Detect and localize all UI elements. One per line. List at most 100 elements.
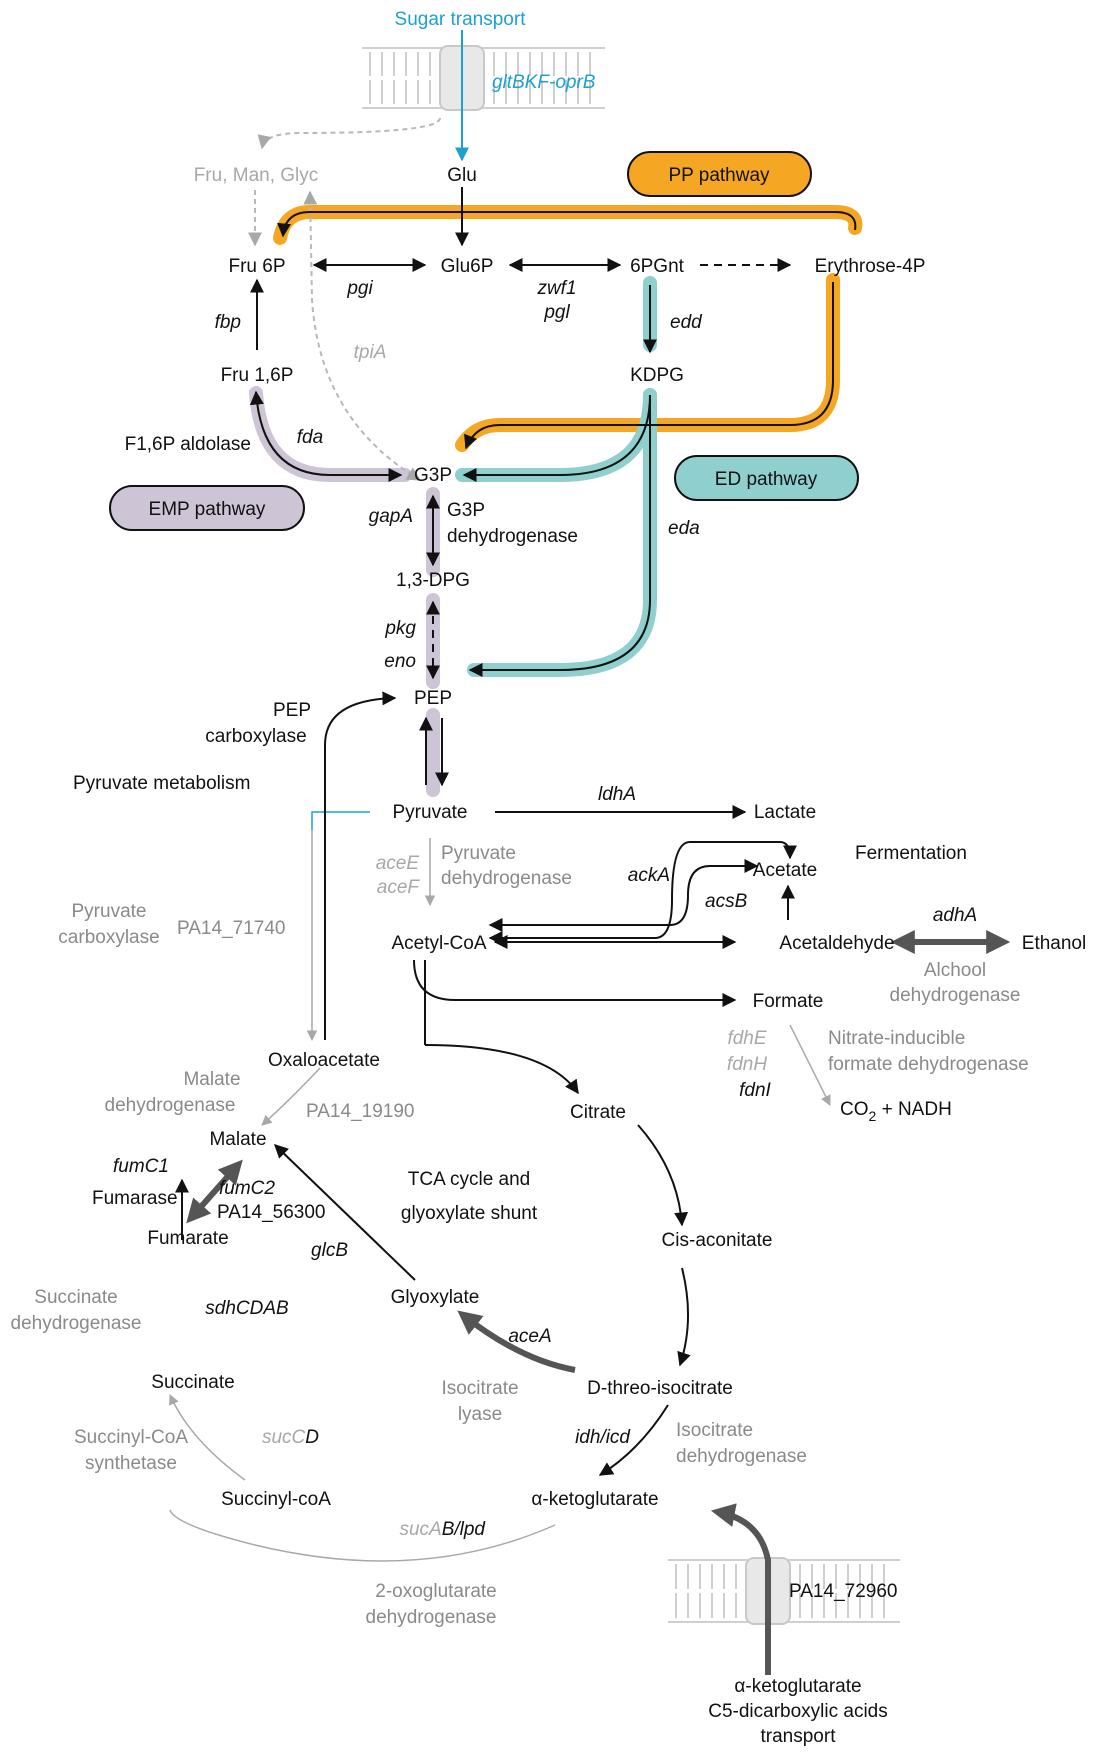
metabolite-ethanol: Ethanol — [1022, 933, 1086, 954]
svg-text:ED pathway: ED pathway — [715, 469, 818, 490]
gltbkf-gene-label: gltBKF-oprB — [492, 72, 596, 93]
enzyme-sdh-2: dehydrogenase — [11, 1313, 142, 1334]
enzyme-pep-carboxylase-2: carboxylase — [205, 726, 306, 747]
gene-fdni: fdnI — [739, 1080, 771, 1101]
enzyme-icl-2: lyase — [458, 1404, 502, 1425]
gene-pa14-72960: PA14_72960 — [789, 1581, 897, 1602]
gene-acea: aceA — [508, 1326, 551, 1347]
metabolite-pyruvate: Pyruvate — [393, 802, 468, 823]
metabolite-6pgnt: 6PGnt — [630, 256, 685, 277]
metabolite-lactate: Lactate — [754, 802, 816, 823]
metabolite-malate: Malate — [209, 1129, 266, 1150]
gray-arrows — [169, 830, 831, 1562]
enzyme-icdh-1: Isocitrate — [676, 1420, 753, 1441]
gene-acef: aceF — [377, 877, 421, 898]
akg-transport-line1: α-ketoglutarate — [734, 1676, 861, 1697]
gene-glcb: glcB — [311, 1240, 348, 1261]
gene-sucab-lpd: sucAB/lpd — [399, 1519, 486, 1540]
enzyme-icl-1: Isocitrate — [441, 1378, 518, 1399]
gene-fumc2: fumC2 — [219, 1178, 275, 1199]
enzyme-fumarase: Fumarase — [92, 1188, 178, 1209]
gene-fdnh: fdnH — [727, 1054, 767, 1075]
metabolite-cis-aconitate: Cis-aconitate — [662, 1230, 773, 1251]
metabolite-acetyl-coa: Acetyl-CoA — [391, 933, 486, 954]
enzyme-scs-1: Succinyl-CoA — [74, 1427, 188, 1448]
gene-pa14-19190: PA14_19190 — [306, 1101, 414, 1122]
metabolite-erythrose-4p: Erythrose-4P — [815, 256, 926, 277]
gene-edd: edd — [670, 312, 703, 333]
gene-succ-d: sucCD — [262, 1427, 319, 1448]
metabolite-fru16p: Fru 1,6P — [221, 365, 294, 386]
pp-pathway-band — [273, 205, 863, 452]
akg-transport-line2: C5-dicarboxylic acids — [708, 1701, 888, 1722]
akg-transport-line3: transport — [761, 1726, 837, 1747]
enzyme-fdh-1: Nitrate-inducible — [828, 1028, 965, 1049]
enzyme-mdh-1: Malate — [183, 1069, 240, 1090]
gene-pa14-56300: PA14_56300 — [217, 1202, 325, 1223]
enzyme-adh-1: Alchool — [924, 960, 986, 981]
metabolite-succinate: Succinate — [151, 1372, 234, 1393]
metabolite-fru6p: Fru 6P — [228, 256, 285, 277]
gene-fdhe: fdhE — [727, 1028, 766, 1049]
gene-adha: adhA — [933, 905, 977, 926]
section-pyruvate-metabolism: Pyruvate metabolism — [73, 773, 250, 794]
gene-tpia: tpiA — [354, 342, 387, 363]
metabolite-pep: PEP — [414, 688, 452, 709]
section-fermentation: Fermentation — [855, 843, 967, 864]
metabolite-co2-nadh: CO2 + NADH — [840, 1099, 952, 1124]
gene-eno: eno — [384, 651, 416, 672]
gene-pgi: pgi — [346, 278, 373, 299]
enzyme-pdh-1: Pyruvate — [441, 843, 516, 864]
ed-pathway-pill: ED pathway — [674, 455, 859, 501]
metabolite-acetaldehyde: Acetaldehyde — [779, 933, 894, 954]
metabolite-glyoxylate: Glyoxylate — [391, 1287, 480, 1308]
metabolite-isocitrate: D-threo-isocitrate — [587, 1378, 733, 1399]
metabolite-fumarate: Fumarate — [147, 1228, 228, 1249]
enzyme-f16p-aldolase: F1,6P aldolase — [125, 434, 251, 455]
metabolite-alpha-ketoglutarate: α-ketoglutarate — [531, 1489, 658, 1510]
enzyme-icdh-2: dehydrogenase — [676, 1446, 807, 1467]
section-tca-1: TCA cycle and — [408, 1169, 531, 1190]
metabolite-acetate: Acetate — [753, 860, 817, 881]
gene-acee: aceE — [376, 853, 420, 874]
metabolite-fru-man-glyc: Fru, Man, Glyc — [194, 165, 319, 186]
black-arrows — [175, 187, 857, 1476]
enzyme-pyruvate-carboxylase-2: carboxylase — [58, 927, 159, 948]
enzyme-ogdh-2: dehydrogenase — [366, 1607, 497, 1628]
metabolite-kdpg: KDPG — [630, 365, 684, 386]
metabolite-formate: Formate — [753, 991, 824, 1012]
enzyme-pep-carboxylase-1: PEP — [273, 700, 311, 721]
metabolite-citrate: Citrate — [570, 1102, 626, 1123]
gene-pgl: pgl — [543, 302, 570, 323]
emp-pathway-pill: EMP pathway — [109, 485, 305, 531]
metabolite-13dpg: 1,3-DPG — [396, 570, 470, 591]
metabolite-oxaloacetate: Oxaloacetate — [268, 1050, 380, 1071]
section-tca-2: glyoxylate shunt — [401, 1203, 538, 1224]
enzyme-fdh-2: formate dehydrogenase — [828, 1054, 1029, 1075]
thick-arrows — [186, 930, 1011, 1675]
metabolite-glu6p: Glu6P — [441, 256, 494, 277]
gene-sdhcdab: sdhCDAB — [205, 1298, 289, 1319]
gene-acka: ackA — [628, 865, 670, 886]
gene-ldha: ldhA — [598, 784, 636, 805]
gene-eda: eda — [668, 518, 700, 539]
pyruvate-blue-connector — [311, 811, 370, 830]
pp-pathway-pill: PP pathway — [627, 151, 812, 197]
gene-gapa: gapA — [369, 506, 413, 527]
enzyme-adh-2: dehydrogenase — [890, 985, 1021, 1006]
sugar-transport-label: Sugar transport — [395, 9, 527, 30]
gene-fda: fda — [297, 427, 323, 448]
gene-fbp: fbp — [215, 312, 241, 333]
enzyme-pdh-2: dehydrogenase — [441, 868, 572, 889]
metabolite-g3p: G3P — [414, 465, 452, 486]
svg-text:PP pathway: PP pathway — [668, 165, 770, 186]
gene-fumc1: fumC1 — [113, 1156, 169, 1177]
metabolite-glu: Glu — [447, 165, 477, 186]
enzyme-g3p-dh-1: G3P — [447, 500, 485, 521]
metabolite-succinyl-coa: Succinyl-coA — [221, 1489, 331, 1510]
enzyme-pyruvate-carboxylase-1: Pyruvate — [72, 901, 147, 922]
gene-pa14-71740: PA14_71740 — [177, 918, 285, 939]
ed-pathway-band — [455, 276, 657, 677]
enzyme-ogdh-1: 2-oxoglutarate — [375, 1581, 496, 1602]
